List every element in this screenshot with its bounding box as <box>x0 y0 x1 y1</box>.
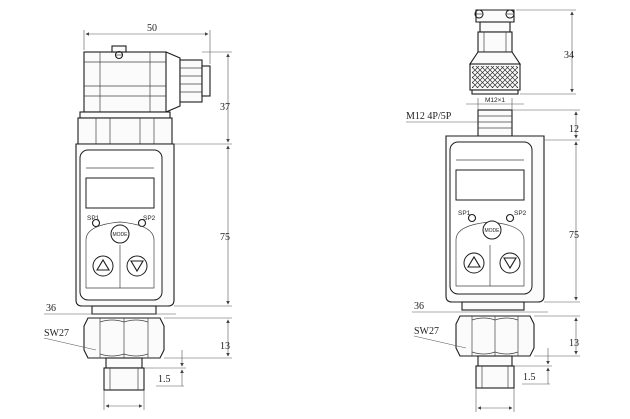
thread-right <box>475 355 515 389</box>
up-button[interactable] <box>92 255 114 277</box>
up-arrow-icon <box>96 258 110 271</box>
down-button-right[interactable] <box>499 252 521 274</box>
sp1-label: SP1 <box>87 215 100 222</box>
mode-button-right[interactable] <box>482 220 502 240</box>
sp1-label-right: SP1 <box>458 210 471 217</box>
connector-height-dim-label: 37 <box>220 102 230 113</box>
hex-height-dim-label-right: 13 <box>569 338 579 349</box>
sp1-led-icon-right <box>467 213 477 223</box>
hex-height-dim-label: 13 <box>220 341 230 352</box>
sp2-label-right: SP2 <box>514 210 527 217</box>
din-connector-left <box>83 45 211 113</box>
right-view: SP1 SP2 MODE <box>406 9 580 412</box>
up-arrow-icon-right <box>467 255 481 268</box>
dimensions-left: 50 37 75 36 SW27 13 1.5 <box>43 23 232 410</box>
thread-size-label: M12×1 <box>485 97 505 104</box>
width-dim-label: 50 <box>147 23 157 34</box>
down-arrow-icon <box>130 260 144 273</box>
hex-label: SW27 <box>44 328 69 339</box>
thread-dim-label: 1.5 <box>158 374 171 385</box>
collar-left <box>77 111 173 145</box>
neck-right <box>461 301 525 311</box>
left-view: SP1 SP2 MODE <box>43 23 232 410</box>
thread-dim-label-right: 1.5 <box>523 372 536 383</box>
up-button-right[interactable] <box>463 252 485 274</box>
hex-nut-left <box>83 317 165 359</box>
body-height-dim-label: 75 <box>220 232 230 243</box>
mode-label: MODE <box>113 232 129 238</box>
neck-left <box>91 305 157 315</box>
body-width-dim-label-right: 36 <box>414 301 424 312</box>
body-width-dim-label: 36 <box>46 303 56 314</box>
mode-button[interactable] <box>110 224 130 244</box>
connector-height-dim-label-right: 12 <box>569 124 579 135</box>
m12-plug <box>468 9 522 95</box>
down-button[interactable] <box>126 255 148 277</box>
connector-label: M12 4P/5P <box>406 111 452 122</box>
dimensions-right: 34 M12×1 M12 4P/5P 12 75 36 SW27 <box>406 9 580 412</box>
housing-left: SP1 SP2 MODE <box>75 143 175 307</box>
plug-height-dim-label: 34 <box>564 50 574 61</box>
hex-nut-right <box>455 315 535 357</box>
down-arrow-icon-right <box>503 257 517 270</box>
sp2-led-icon-right <box>505 213 515 223</box>
m12-receptacle <box>477 109 513 137</box>
hex-label-right: SW27 <box>414 326 439 337</box>
sp2-label: SP2 <box>143 215 156 222</box>
housing-right: SP1 SP2 MODE <box>445 135 545 303</box>
thread-left <box>103 357 145 391</box>
body-height-dim-label-right: 75 <box>569 230 579 241</box>
mode-label-right: MODE <box>485 228 501 234</box>
sp1-led-icon <box>91 218 101 228</box>
